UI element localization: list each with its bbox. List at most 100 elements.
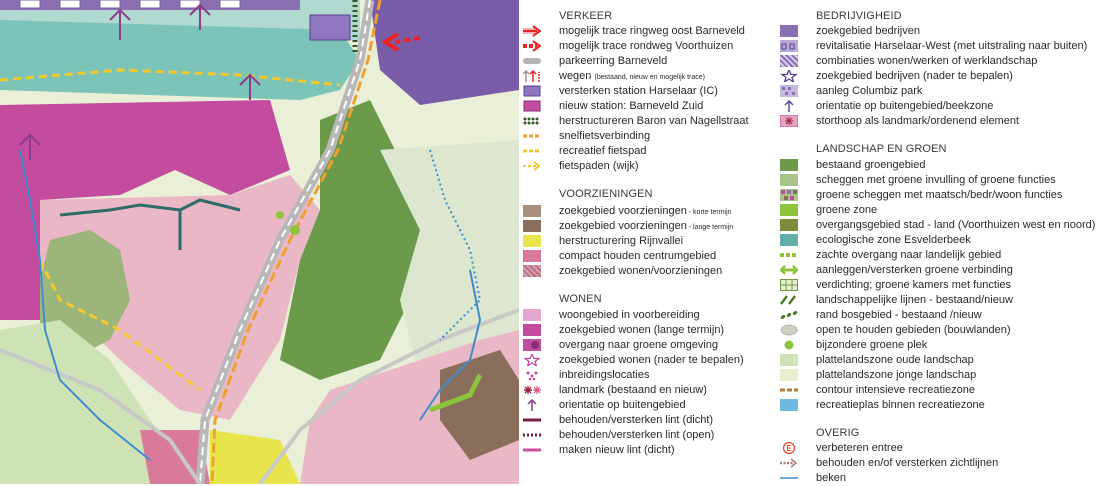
voorzieningen-bottom-right: [440, 350, 519, 460]
woongebied-middle: [40, 175, 320, 420]
yellow-arrow-icon: [523, 161, 541, 171]
magenta-star-icon: [523, 354, 541, 366]
legend-item-recreatieplas: recreatieplas binnen recreatiezone: [776, 398, 1107, 413]
wonen-strip-left: [0, 160, 40, 320]
legend-item-woongebied: woongebied in voorbereiding: [519, 308, 781, 323]
magenta-station-icon: [523, 100, 541, 112]
grey-ring-icon: [523, 58, 541, 64]
green-dots-line-icon: [780, 311, 798, 319]
overgang-icon: [523, 339, 541, 351]
legend-item-baron: herstructureren Baron van Nagellstraat: [519, 114, 781, 129]
legend-item-centrum: compact houden centrumgebied: [519, 249, 781, 264]
section-title-overig: OVERIG: [816, 427, 860, 439]
legend-item-lint-dicht: behouden/versterken lint (dicht): [519, 413, 781, 428]
legend-item-inbreiding: inbreidingslocaties: [519, 368, 781, 383]
storthoop-icon: [780, 115, 798, 127]
map-canvas[interactable]: [0, 0, 519, 484]
legend-item-wonen-werken: combinaties wonen/werken of werklandscha…: [776, 54, 1107, 69]
swatch: [780, 219, 798, 231]
bedrijven-area-right: [370, 0, 519, 105]
legend-item-overgangsgebied: overgangsgebied stad - land (Voorthuizen…: [776, 218, 1107, 233]
beek-left: [19, 149, 151, 461]
swatch: [523, 205, 541, 217]
legend-item-parkeerring: parkeerring Barneveld: [519, 54, 781, 69]
legend-item-contour-recreatie: contour intensieve recreatiezone: [776, 383, 1107, 398]
green-slashes-icon: [780, 295, 796, 305]
groene-verbinding-arrow: [429, 373, 483, 413]
legend-item-lint-open: behouden/versterken lint (open): [519, 428, 781, 443]
swatch: [780, 369, 798, 381]
legend-item-platteland-jong: plattelandszone jonge landschap: [776, 368, 1107, 383]
beek-right: [419, 269, 482, 421]
map-area[interactable]: [0, 0, 519, 484]
blue-line-icon: [780, 477, 798, 479]
swatch: [523, 324, 541, 336]
swatch: [780, 174, 798, 186]
svg-text:E: E: [786, 444, 792, 453]
legend-item-verdichting: verdichting; groene kamers met functies: [776, 278, 1107, 293]
station-harselaar: [309, 14, 351, 41]
legend-item-bestaand-groen: bestaand groengebied: [776, 158, 1107, 173]
legend-item-revitalisatie: revitalisatie Harselaar-West (met uitstr…: [776, 39, 1107, 54]
mixed-squares-icon: [780, 189, 798, 201]
legend-item-rondweg: mogelijk trace rondweg Voorthuizen: [519, 39, 781, 54]
yellow-dashed-icon: [523, 149, 541, 153]
purple-hatch-icon: [780, 55, 798, 67]
magenta-solid-icon: [523, 448, 541, 452]
green-grid-icon: [780, 279, 798, 291]
legend-item-wonen-voorz: zoekgebied wonen/voorzieningen: [519, 264, 781, 279]
legend-item-ringweg: mogelijk trace ringweg oost Barneveld: [519, 24, 781, 39]
legend-item-ecologische-zone: ecologische zone Esvelderbeek: [776, 233, 1107, 248]
road-west: [0, 348, 202, 484]
legend-item-overgang-groen: overgang naar groene omgeving: [519, 338, 781, 353]
maroon-dotted-icon: [523, 433, 541, 437]
main-road: [195, 0, 375, 484]
green-double-arrow-icon: [780, 265, 798, 275]
purple-pattern-icon: [780, 40, 798, 52]
groengebied-right: [280, 100, 420, 380]
section-title-landschap: LANDSCHAP EN GROEN: [816, 143, 947, 155]
section-title-verkeer: VERKEER: [559, 10, 613, 22]
legend-item-zichtlijnen: behouden en/of versterken zichtlijnen: [776, 456, 1107, 471]
legend-item-groene-verbinding: aanleggen/versterken groene verbinding: [776, 263, 1107, 278]
swatch: [780, 234, 798, 246]
legend-item-recreatief: recreatief fietspad: [519, 144, 781, 159]
legend-item-landmark: landmark (bestaand en nieuw): [519, 383, 781, 398]
legend-item-snelfiets: snelfietsverbinding: [519, 129, 781, 144]
legend-item-station-harselaar: versterken station Harselaar (IC): [519, 84, 781, 99]
legend-item-zoek-bedrijven: zoekgebied bedrijven: [776, 24, 1107, 39]
magenta-dots-icon: [526, 371, 538, 381]
swatch: [780, 399, 798, 411]
magenta-up-arrow-icon: [527, 399, 537, 411]
road-arrows-icon: [523, 70, 540, 82]
legend-item-nieuw-lint: maken nieuw lint (dicht): [519, 443, 781, 458]
bouwlanden-right: [380, 140, 519, 380]
legend-item-voorz-kort: zoekgebied voorzieningen - korte termijn: [519, 204, 781, 219]
landmark-asterisk-icon: [524, 386, 541, 394]
swatch: [780, 159, 798, 171]
green-dot-icon: [784, 340, 794, 350]
legend-item-zachte-overgang: zachte overgang naar landelijk gebied: [776, 248, 1107, 263]
swatch: [780, 204, 798, 216]
swatch: [523, 235, 541, 247]
rondweg-voorthuizen-arrow: [394, 36, 421, 44]
legend-item-wonen-nader: zoekgebied wonen (nader te bepalen): [519, 353, 781, 368]
legend-item-bedrijven-nader: zoekgebied bedrijven (nader te bepalen): [776, 69, 1107, 84]
legend-item-wonen-lang: zoekgebied wonen (lange termijn): [519, 323, 781, 338]
purple-up-arrow-icon: [784, 100, 794, 112]
legend-item-columbiz: aanleg Columbiz park: [776, 84, 1107, 99]
swatch: [523, 250, 541, 262]
legend-item-orientatie-beek: orientatie op buitengebied/beekzone: [776, 99, 1107, 114]
zichtlijn-arrow-icon: [780, 458, 798, 468]
legend-item-open-gebieden: open te houden gebieden (bouwlanden): [776, 323, 1107, 338]
legend-item-landschappelijke-lijnen: landschappelijke lijnen - bestaand/nieuw: [776, 293, 1107, 308]
legend-item-platteland-oud: plattelandszone oude landschap: [776, 353, 1107, 368]
legend-item-voorz-lang: zoekgebied voorzieningen - lange termijn: [519, 219, 781, 234]
purple-star-icon: [780, 70, 798, 82]
road-east: [258, 308, 519, 484]
swatch: [523, 309, 541, 321]
legend-item-wegen: wegen (bestaand, nieuw en mogelijk trace…: [519, 69, 781, 84]
ecologische-zone: [0, 20, 360, 100]
swatch: [523, 265, 541, 277]
legend-item-groene-scheggen: groene scheggen met maatsch/bedr/woon fu…: [776, 188, 1107, 203]
